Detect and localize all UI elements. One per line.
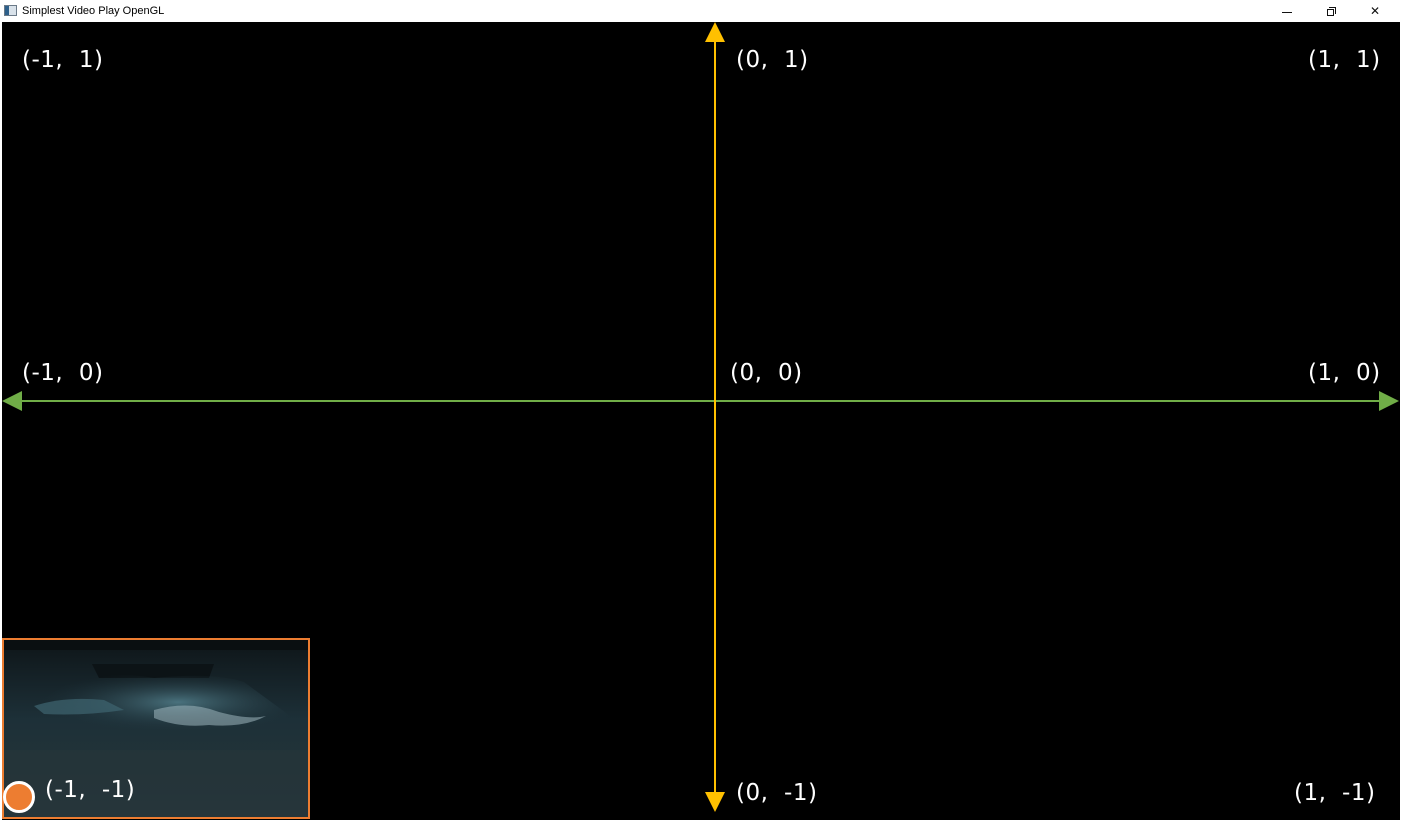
label-mid-right: (1, 0) [1308,360,1381,386]
x-axis-left-arrow-icon [2,391,22,411]
label-bottom-left: (-1, -1) [45,777,136,803]
app-icon [4,5,17,16]
minimize-button[interactable] [1265,0,1309,22]
title-bar[interactable]: Simplest Video Play OpenGL ✕ [0,0,1402,22]
close-button[interactable]: ✕ [1353,0,1397,22]
x-axis-right-arrow-icon [1379,391,1399,411]
origin-marker [3,781,35,813]
opengl-viewport: (-1, 1) (0, 1) (1, 1) (-1, 0) (0, 0) (1,… [2,22,1400,820]
label-bottom-right: (1, -1) [1294,780,1376,806]
video-image [4,640,308,817]
label-top-center: (0, 1) [736,47,809,73]
y-axis-up-arrow-icon [705,22,725,42]
window-title: Simplest Video Play OpenGL [22,5,165,17]
minimize-icon [1282,11,1292,13]
video-frame [2,638,310,819]
restore-icon [1326,6,1336,16]
label-bottom-center: (0, -1) [736,780,818,806]
close-icon: ✕ [1369,4,1381,18]
label-mid-left: (-1, 0) [22,360,104,386]
label-top-left: (-1, 1) [22,47,104,73]
label-mid-center: (0, 0) [730,360,803,386]
coordinate-axes [2,22,1399,812]
y-axis-down-arrow-icon [705,792,725,812]
label-top-right: (1, 1) [1308,47,1381,73]
restore-button[interactable] [1309,0,1353,22]
